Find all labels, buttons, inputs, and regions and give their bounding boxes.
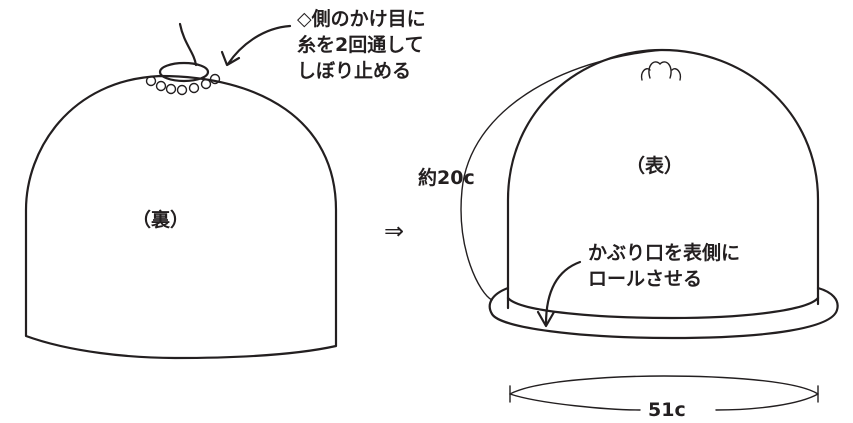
direction-arrow: ⇒ — [384, 217, 405, 245]
left-hat-body-outline — [24, 74, 338, 360]
height-measure-curve — [460, 49, 663, 301]
rolled-brim-inner-line — [506, 296, 820, 320]
width-label: 51c — [648, 399, 686, 421]
brim-roll-note-line-1: かぶり口を表側に — [588, 242, 741, 264]
drawstring-note: ◇側のかけ目に 糸を2回通して しぼり止める — [297, 6, 426, 84]
height-label: 約20c — [418, 167, 475, 189]
left-hat-side-label: （裏） — [132, 209, 190, 231]
drawstring-note-arrowhead — [220, 50, 241, 67]
right-hat-side-label: （表） — [626, 155, 684, 177]
gathered-crown-opening — [158, 61, 210, 83]
rolled-brim-outline — [488, 286, 839, 340]
drawstring-note-arrow — [226, 24, 292, 66]
drawstring-note-line-2: 糸を2回通して — [297, 34, 424, 56]
drawstring-note-line-3: しぼり止める — [297, 60, 412, 82]
right-hat-outside — [460, 48, 839, 411]
gathering-stitch-loops — [145, 73, 221, 96]
brim-roll-note-line-2: ロールさせる — [588, 268, 703, 290]
width-measure — [509, 375, 819, 411]
left-hat-inside — [24, 22, 338, 360]
brim-roll-note-arrowhead — [536, 310, 556, 328]
crown-gather-marks — [640, 61, 682, 81]
brim-roll-note-arrow — [544, 260, 582, 326]
brim-roll-note: かぶり口を表側に ロールさせる — [588, 240, 740, 292]
yarn-tail — [178, 22, 198, 67]
drawstring-note-line-1: ◇側のかけ目に — [297, 8, 426, 30]
